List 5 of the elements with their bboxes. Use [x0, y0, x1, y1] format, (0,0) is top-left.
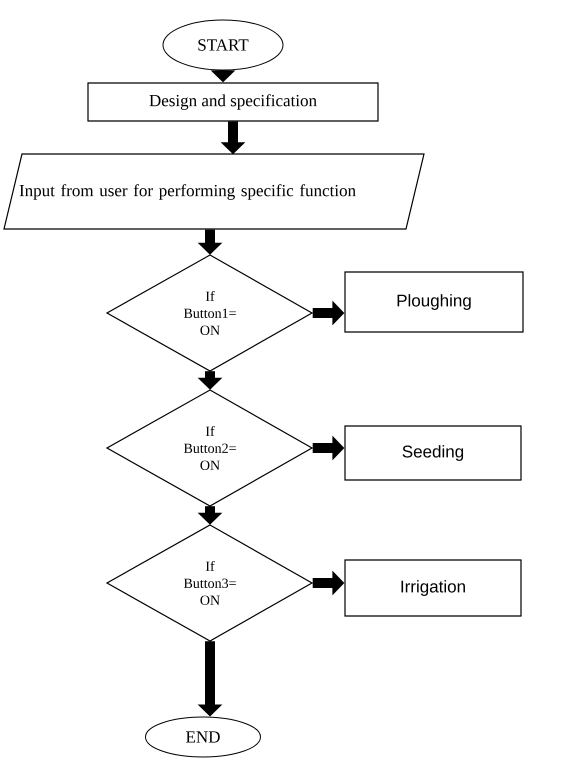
process-box: Design and specification [87, 82, 379, 122]
process-box: Seeding [344, 425, 522, 481]
input-parallelogram: Input from user for performing specific function [3, 153, 425, 230]
process-box: Ploughing [344, 271, 524, 333]
process-box: Irrigation [344, 559, 522, 617]
